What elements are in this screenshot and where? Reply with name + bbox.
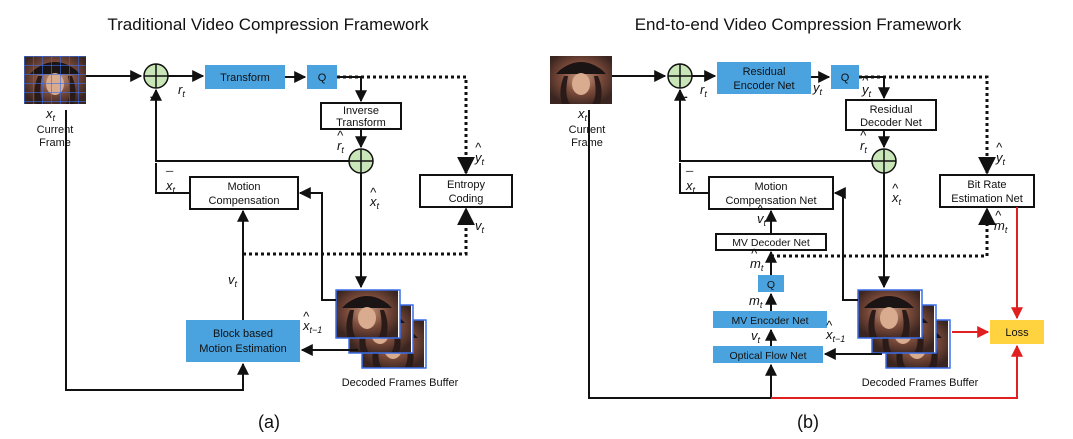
x-hat-label-b: xt xyxy=(891,190,902,207)
current-frame-label-a-1: Current xyxy=(37,124,74,136)
minus-sign-b: - xyxy=(684,91,688,103)
bit-rate-estimation-box xyxy=(939,174,1035,208)
q-label-a: Q xyxy=(318,72,327,84)
r-t-label-a: rt xyxy=(178,82,185,99)
mv-decoder-label: MV Decoder Net xyxy=(732,237,810,249)
mv-encoder-label: MV Encoder Net xyxy=(731,315,808,327)
svg-text:¯: ¯ xyxy=(165,169,174,184)
decoded-frames-buffer-a xyxy=(335,289,427,369)
transform-label: Transform xyxy=(220,72,270,84)
caption-b: (b) xyxy=(797,412,819,432)
x-hat-tm1-label-a: xt−1 xyxy=(302,318,322,335)
current-frame-image-b xyxy=(550,56,612,104)
svg-text:^: ^ xyxy=(303,309,310,324)
svg-text:^: ^ xyxy=(475,140,482,155)
residual-decoder-label-2: Decoder Net xyxy=(860,117,922,129)
motion-compensation-label-a-2: Compensation xyxy=(209,195,280,207)
y-hat-label-b-2: yt xyxy=(995,150,1006,167)
bit-rate-label-1: Bit Rate xyxy=(967,179,1006,191)
svg-text:^: ^ xyxy=(757,202,764,217)
x-hat-label-a: xt xyxy=(369,194,380,211)
residual-encoder-box xyxy=(717,62,811,94)
current-frame-label-b-2: Frame xyxy=(571,137,603,149)
q-box-a xyxy=(307,65,337,89)
inverse-transform-label-2: Transform xyxy=(336,117,386,129)
mv-encoder-box xyxy=(713,311,827,328)
optical-flow-label: Optical Flow Net xyxy=(729,350,806,362)
svg-text:^: ^ xyxy=(996,140,1003,155)
transform-box xyxy=(205,65,285,89)
m-t-label-b: mt xyxy=(749,293,763,310)
decoded-frames-buffer-label-b: Decoded Frames Buffer xyxy=(862,377,979,389)
entropy-coding-label-2: Coding xyxy=(449,193,484,205)
x-hat-tm1-label-b: xt−1 xyxy=(825,327,845,344)
motion-compensation-label-a-1: Motion xyxy=(227,181,260,193)
decoded-frames-buffer-b xyxy=(857,289,951,369)
svg-text:^: ^ xyxy=(892,181,899,196)
entropy-coding-box xyxy=(419,174,513,208)
motion-compensation-label-b-1: Motion xyxy=(754,181,787,193)
block-me-label-2: Motion Estimation xyxy=(199,343,286,355)
panel-a: Traditional Video Compression Framework … xyxy=(24,15,513,432)
svg-text:¯: ¯ xyxy=(685,169,694,184)
m-hat-label-b-right: mt xyxy=(994,218,1008,235)
current-frame-label-b-1: Current xyxy=(569,124,606,136)
r-hat-label-b: rt xyxy=(860,138,867,155)
caption-a: (a) xyxy=(258,412,280,432)
inverse-transform-label-1: Inverse xyxy=(343,105,379,117)
svg-text:^: ^ xyxy=(862,73,869,88)
panel-a-title: Traditional Video Compression Framework xyxy=(107,15,429,34)
x-t-label-a: xt xyxy=(45,106,56,123)
v-t-label-b: vt xyxy=(751,328,761,345)
x-bar-label-b: xt xyxy=(685,178,696,195)
r-t-label-b: rt xyxy=(700,82,707,99)
motion-compensation-box-a xyxy=(189,176,299,210)
m-hat-label-b: mt xyxy=(750,256,764,273)
entropy-coding-label-1: Entropy xyxy=(447,179,485,191)
residual-decoder-label-1: Residual xyxy=(870,104,913,116)
current-frame-label-a-2: Frame xyxy=(39,137,71,149)
block-me-label-1: Block based xyxy=(213,328,273,340)
q-box-b-2 xyxy=(758,275,784,292)
q-box-b xyxy=(831,65,859,89)
svg-text:^: ^ xyxy=(370,185,377,200)
panel-b: End-to-end Video Compression Framework x… xyxy=(550,15,1044,432)
r-hat-label-a: rt xyxy=(337,138,344,155)
optical-flow-box xyxy=(713,346,823,363)
current-frame-image-a xyxy=(24,56,86,104)
y-t-label-b: yt xyxy=(812,80,823,97)
svg-text:^: ^ xyxy=(751,246,758,261)
residual-encoder-label-2: Encoder Net xyxy=(733,80,794,92)
v-hat-label-b: vt xyxy=(757,211,767,228)
block-motion-estimation-box xyxy=(186,320,300,362)
v-t-label-a: vt xyxy=(228,272,238,289)
svg-text:^: ^ xyxy=(337,128,344,143)
x-t-label-b: xt xyxy=(577,106,588,123)
residual-encoder-label-1: Residual xyxy=(743,66,786,78)
inverse-transform-box xyxy=(320,102,402,130)
y-hat-label-b-1: yt xyxy=(861,82,872,99)
y-hat-label-a: yt xyxy=(474,150,485,167)
svg-text:^: ^ xyxy=(826,318,833,333)
motion-compensation-label-b-2: Compensation Net xyxy=(725,195,816,207)
panel-b-title: End-to-end Video Compression Framework xyxy=(635,15,962,34)
svg-text:^: ^ xyxy=(860,128,867,143)
q-label-b-2: Q xyxy=(767,279,775,291)
bit-rate-label-2: Estimation Net xyxy=(951,193,1023,205)
loss-box xyxy=(990,320,1044,344)
v-t-label-a-right: vt xyxy=(475,218,485,235)
motion-compensation-box-b xyxy=(708,176,834,210)
residual-decoder-box xyxy=(845,99,937,131)
svg-text:^: ^ xyxy=(995,208,1002,223)
minus-sign-a: - xyxy=(150,91,154,103)
x-bar-label-a: xt xyxy=(165,178,176,195)
loss-label: Loss xyxy=(1005,327,1029,339)
decoded-frames-buffer-label-a: Decoded Frames Buffer xyxy=(342,377,459,389)
q-label-b: Q xyxy=(841,72,850,84)
